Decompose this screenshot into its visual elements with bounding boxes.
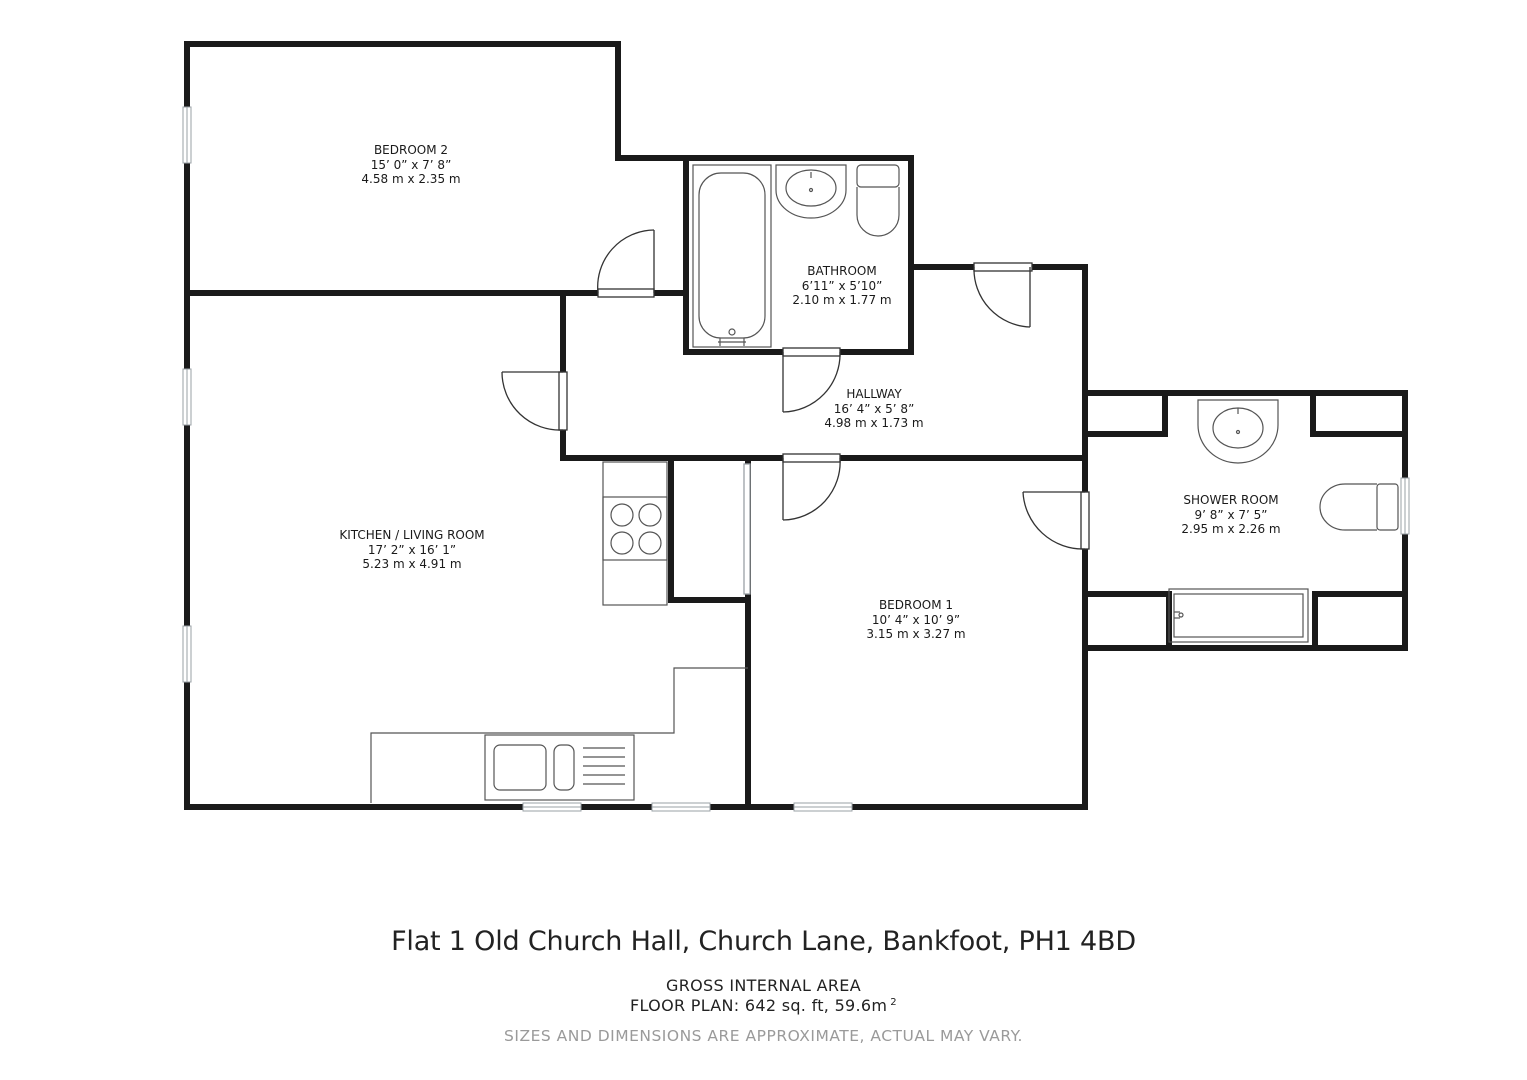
room-label-bathroom: BATHROOM 6’11” x 5’10” 2.10 m x 1.77 m bbox=[722, 264, 962, 308]
room-size-metric: 2.95 m x 2.26 m bbox=[1181, 522, 1281, 536]
room-name: SHOWER ROOM bbox=[1183, 493, 1279, 507]
shower-room-box-tl bbox=[1082, 390, 1168, 437]
room-label-hallway: HALLWAY 16’ 4” x 5’ 8” 4.98 m x 1.73 m bbox=[754, 387, 994, 431]
room-name: BATHROOM bbox=[807, 264, 877, 278]
property-address: Flat 1 Old Church Hall, Church Lane, Ban… bbox=[391, 926, 1136, 957]
room-size-metric: 3.15 m x 3.27 m bbox=[866, 627, 966, 641]
area-unit-superscript: 2 bbox=[890, 997, 897, 1008]
room-name: BEDROOM 1 bbox=[878, 598, 954, 612]
shower-room-box-bl bbox=[1082, 591, 1172, 651]
door-bedroom-1 bbox=[782, 453, 841, 521]
shower-tray bbox=[1168, 588, 1309, 643]
room-size-imperial: 9’ 8” x 7’ 5” bbox=[1194, 507, 1268, 522]
door-bedroom-2 bbox=[597, 229, 655, 298]
hob bbox=[602, 461, 668, 606]
shower-room-fixtures bbox=[1168, 399, 1399, 643]
disclaimer: SIZES AND DIMENSIONS ARE APPROXIMATE, AC… bbox=[504, 1027, 1023, 1045]
walls bbox=[184, 41, 1408, 810]
room-size-imperial: 16’ 4” x 5’ 8” bbox=[833, 401, 915, 416]
door-entrance bbox=[973, 262, 1033, 328]
room-label-shower-room: SHOWER ROOM 9’ 8” x 7’ 5” 2.95 m x 2.26 … bbox=[1111, 493, 1351, 537]
windows bbox=[182, 106, 1410, 812]
room-label-bedroom-2: BEDROOM 2 15’ 0” x 7’ 8” 4.58 m x 2.35 m bbox=[291, 143, 531, 187]
doors bbox=[501, 229, 1090, 595]
gross-internal-area-title: GROSS INTERNAL AREA bbox=[666, 976, 861, 995]
room-size-metric: 5.23 m x 4.91 m bbox=[362, 557, 462, 571]
bathroom-toilet bbox=[856, 164, 900, 237]
shower-room-box-tr bbox=[1310, 390, 1408, 437]
room-size-metric: 2.10 m x 1.77 m bbox=[792, 293, 892, 307]
bathroom-basin bbox=[775, 164, 847, 219]
room-size-imperial: 15’ 0” x 7’ 8” bbox=[370, 157, 452, 172]
room-size-imperial: 17’ 2” x 16’ 1” bbox=[367, 542, 457, 557]
room-size-metric: 4.58 m x 2.35 m bbox=[361, 172, 461, 186]
shower-room-basin bbox=[1197, 399, 1279, 464]
room-label-kitchen-living: KITCHEN / LIVING ROOM 17’ 2” x 16’ 1” 5.… bbox=[292, 528, 532, 572]
room-size-imperial: 10’ 4” x 10’ 9” bbox=[871, 612, 961, 627]
floor-plan-area-value: FLOOR PLAN: 642 sq. ft, 59.6m bbox=[630, 996, 888, 1015]
door-cupboard bbox=[743, 463, 751, 595]
room-name: KITCHEN / LIVING ROOM bbox=[339, 528, 485, 542]
door-bathroom bbox=[782, 347, 841, 413]
room-name: HALLWAY bbox=[846, 387, 902, 401]
shower-room-toilet bbox=[1319, 483, 1399, 531]
cupboard-walls bbox=[668, 455, 751, 603]
worktop bbox=[370, 667, 748, 803]
room-size-metric: 4.98 m x 1.73 m bbox=[824, 416, 924, 430]
bathroom-fixtures bbox=[692, 164, 900, 348]
door-shower-room bbox=[1022, 491, 1090, 550]
kitchen-sink bbox=[484, 734, 635, 801]
shower-room-box-br bbox=[1312, 591, 1408, 651]
bathtub bbox=[692, 164, 772, 348]
room-label-bedroom-1: BEDROOM 1 10’ 4” x 10’ 9” 3.15 m x 3.27 … bbox=[796, 598, 1036, 642]
door-kitchen bbox=[501, 371, 568, 431]
room-size-imperial: 6’11” x 5’10” bbox=[801, 278, 883, 293]
kitchen-fixtures bbox=[370, 461, 748, 803]
room-name: BEDROOM 2 bbox=[373, 143, 449, 157]
